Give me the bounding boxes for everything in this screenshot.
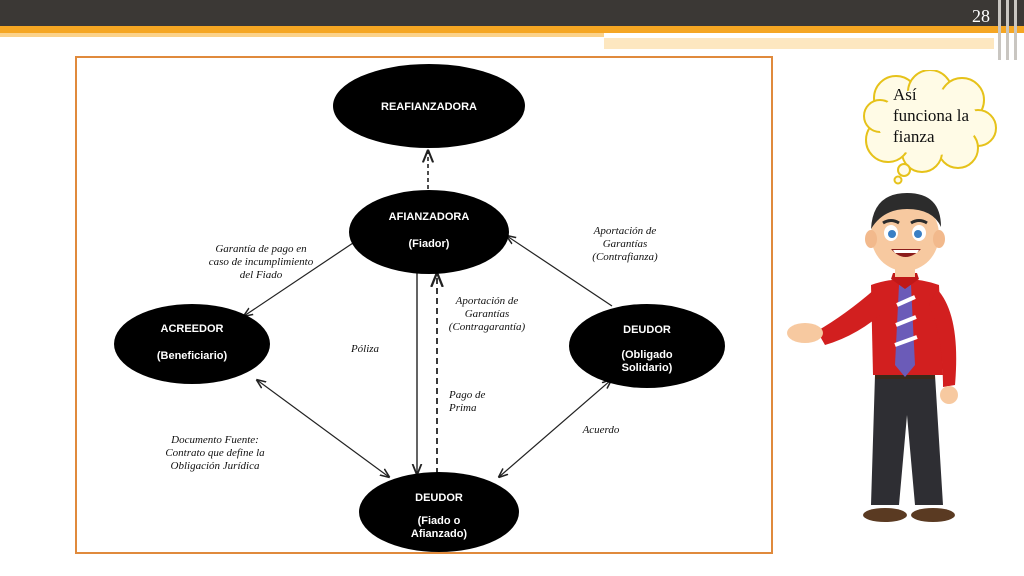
node-acreedor: ACREEDOR (Beneficiario) xyxy=(114,304,270,384)
svg-text:del Fiado: del Fiado xyxy=(240,269,283,281)
label-aportacion-contrafianza: Aportación de Garantías (Contrafianza) xyxy=(592,225,658,263)
svg-text:Garantía de pago en: Garantía de pago en xyxy=(215,243,307,255)
svg-text:Solidario): Solidario) xyxy=(622,362,673,374)
accent-stripe xyxy=(0,26,1024,33)
svg-text:Obligación Jurídica: Obligación Jurídica xyxy=(171,460,260,472)
edge-solidario-deudor xyxy=(499,380,611,477)
svg-text:Contrato que define la: Contrato que define la xyxy=(165,447,265,459)
label-garantia: Garantía de pago en caso de incumplimien… xyxy=(209,243,314,281)
page-number: 28 xyxy=(972,6,990,26)
svg-text:Garantías: Garantías xyxy=(465,308,510,320)
node-afianzadora: AFIANZADORA (Fiador) xyxy=(349,190,509,274)
svg-text:Pago de: Pago de xyxy=(448,389,485,401)
right-stripe xyxy=(1014,0,1017,60)
accent-stripe-light xyxy=(0,33,604,37)
edge-acreedor-deudor xyxy=(257,380,389,477)
edge-solidario-afianzadora xyxy=(507,236,613,307)
bubble-text: Así funciona la fianza xyxy=(893,85,969,146)
edge-afianzadora-acreedor xyxy=(244,242,354,316)
accent-stripe-pale xyxy=(604,38,994,49)
diagram-frame: REAFIANZADORA AFIANZADORA (Fiador) ACREE… xyxy=(75,56,773,554)
svg-text:Aportación de: Aportación de xyxy=(593,225,657,237)
top-bar xyxy=(0,0,1024,26)
right-stripe xyxy=(998,0,1001,60)
label-documento: Documento Fuente: Contrato que define la… xyxy=(165,434,265,472)
svg-text:(Fiado o: (Fiado o xyxy=(418,515,461,527)
svg-text:Aportación de: Aportación de xyxy=(455,295,519,307)
svg-text:caso de incumplimiento: caso de incumplimiento xyxy=(209,256,314,268)
label-poliza: Póliza xyxy=(350,343,380,355)
svg-text:Documento Fuente:: Documento Fuente: xyxy=(170,434,259,446)
svg-text:Garantías: Garantías xyxy=(603,238,648,250)
svg-text:DEUDOR: DEUDOR xyxy=(623,324,671,336)
thought-bubble xyxy=(863,70,997,185)
svg-text:REAFIANZADORA: REAFIANZADORA xyxy=(381,101,477,113)
node-deudor-fiado: DEUDOR (Fiado o Afianzado) xyxy=(359,472,519,552)
node-deudor-solidario: DEUDOR (Obligado Solidario) xyxy=(569,304,725,388)
svg-text:(Contragarantía): (Contragarantía) xyxy=(449,321,526,333)
label-pago-prima: Pago de Prima xyxy=(448,389,485,414)
svg-text:DEUDOR: DEUDOR xyxy=(415,492,463,504)
node-reafianzadora: REAFIANZADORA xyxy=(333,64,525,148)
svg-text:Afianzado): Afianzado) xyxy=(411,528,468,540)
svg-text:AFIANZADORA: AFIANZADORA xyxy=(389,211,470,223)
svg-text:(Contrafianza): (Contrafianza) xyxy=(592,251,658,263)
svg-text:(Beneficiario): (Beneficiario) xyxy=(157,350,228,362)
svg-text:ACREEDOR: ACREEDOR xyxy=(161,323,224,335)
svg-text:(Obligado: (Obligado xyxy=(621,349,673,361)
businessman-illustration xyxy=(787,193,958,522)
label-aportacion-contragarantia: Aportación de Garantías (Contragarantía) xyxy=(449,295,526,333)
right-stripe xyxy=(1006,0,1009,60)
svg-text:(Fiador): (Fiador) xyxy=(409,238,450,250)
svg-text:Prima: Prima xyxy=(448,402,477,414)
label-acuerdo: Acuerdo xyxy=(582,424,620,436)
fianza-diagram: REAFIANZADORA AFIANZADORA (Fiador) ACREE… xyxy=(114,64,725,552)
